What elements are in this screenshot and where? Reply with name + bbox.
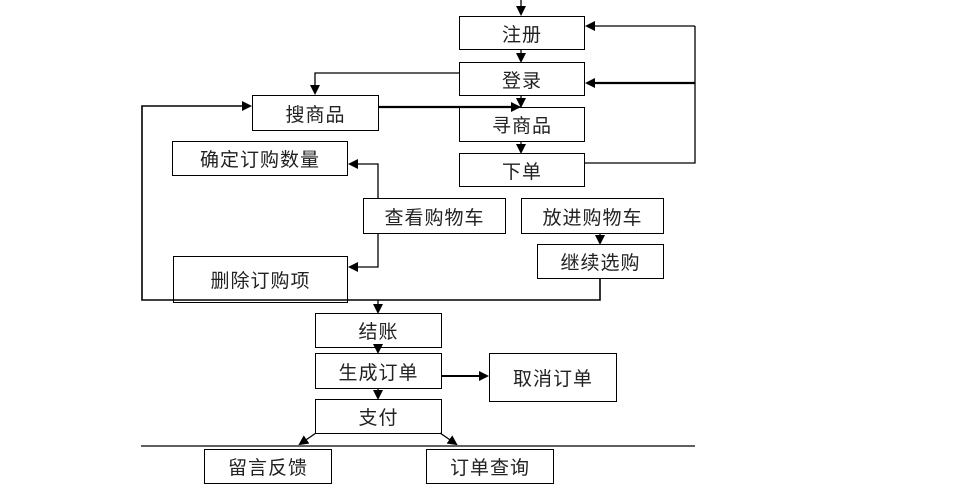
edge-login-search: [310, 72, 459, 95]
edge-pay-feedback: [298, 432, 317, 446]
node-cancel-order: 取消订单: [489, 353, 617, 402]
node-label: 下单: [501, 160, 542, 183]
edge-pay-query: [439, 432, 458, 446]
node-checkout: 结账: [315, 313, 442, 348]
node-feedback: 留言反馈: [204, 449, 332, 484]
node-order-query: 订单查询: [426, 449, 554, 484]
node-label: 确定订购数量: [199, 149, 320, 171]
node-pay: 支付: [315, 399, 442, 434]
node-login: 登录: [459, 62, 585, 96]
node-set-quantity: 确定订购数量: [172, 141, 348, 176]
node-view-cart: 查看购物车: [363, 198, 506, 234]
node-label: 留言反馈: [227, 457, 308, 479]
node-label: 寻商品: [491, 115, 552, 137]
edge-order-loop: [584, 26, 696, 164]
node-delete-item: 删除订购项: [173, 256, 348, 303]
edge-cart-delete: [348, 233, 379, 272]
node-label: 结账: [358, 321, 399, 343]
node-label: 搜商品: [285, 103, 346, 126]
node-label: 支付: [358, 407, 399, 429]
node-search-goods: 搜商品: [252, 95, 379, 131]
node-label: 删除订购项: [210, 270, 311, 292]
node-label: 查看购物车: [384, 206, 485, 229]
node-register: 注册: [459, 16, 585, 50]
node-find-goods: 寻商品: [459, 107, 585, 142]
node-generate-order: 生成订单: [315, 353, 442, 389]
node-add-to-cart: 放进购物车: [521, 198, 664, 234]
node-label: 继续选购: [560, 252, 641, 274]
node-label: 生成订单: [338, 361, 419, 384]
node-label: 取消订单: [512, 368, 593, 390]
edge-continue-loop: [141, 101, 601, 301]
node-label: 登录: [501, 69, 542, 92]
node-place-order: 下单: [459, 153, 585, 187]
node-continue-shopping: 继续选购: [537, 244, 664, 279]
node-label: 注册: [501, 23, 542, 46]
node-label: 订单查询: [449, 457, 530, 479]
node-label: 放进购物车: [542, 206, 643, 229]
edge-cart-quantity: [348, 159, 379, 199]
